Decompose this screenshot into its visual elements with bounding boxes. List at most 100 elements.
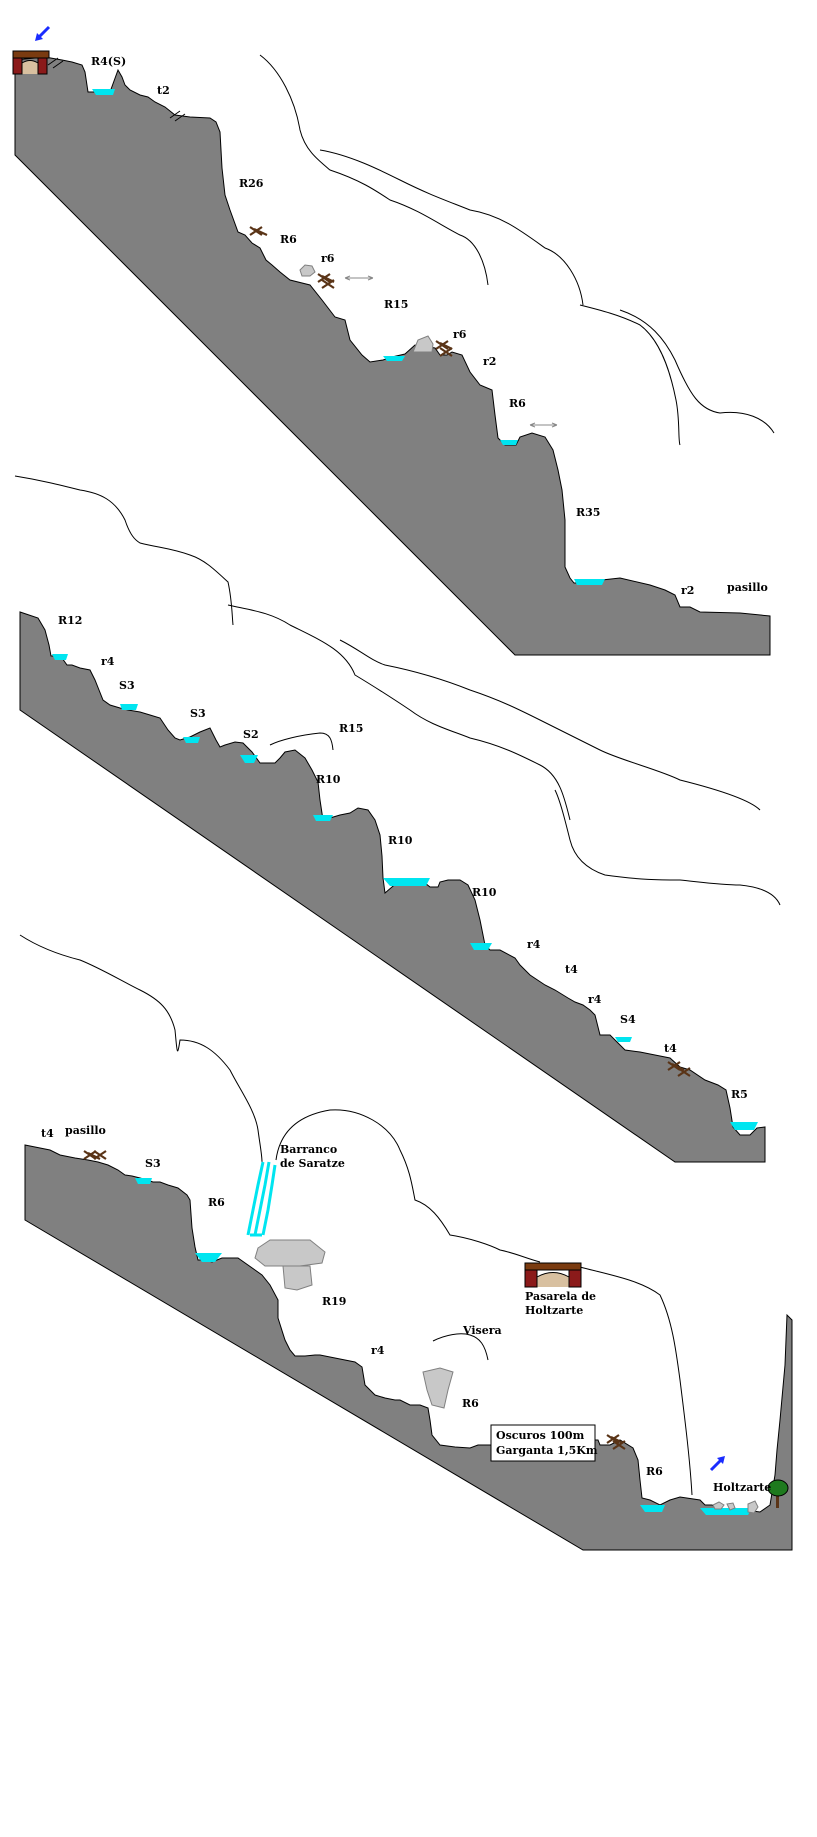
section-2-overhang-wall: [269, 732, 334, 751]
section-1-traverse-arrow-1: [344, 275, 374, 281]
label-visera: Visera: [462, 1324, 502, 1337]
label-oscuros-1: Oscuros 100m: [496, 1429, 585, 1442]
entry-arrow-icon: [35, 25, 51, 41]
section-1-pool-4: [574, 579, 605, 585]
tree-icon: [767, 1479, 789, 1508]
section-3-wall-d: [432, 1333, 489, 1361]
label-r10-b: R10: [388, 834, 413, 847]
section-2: R12 r4 S3 S3 S2 R15 R10 R10 R10 r4 t4 r4…: [14, 475, 781, 1163]
anchor-icon: [435, 340, 453, 350]
section-2-pool-2: [120, 704, 138, 710]
label-t2: t2: [157, 84, 170, 97]
section-1-wall-b: [319, 149, 584, 306]
waterfall-icon: [246, 1161, 277, 1237]
anchor-icon: [249, 226, 268, 236]
label-r4-b: r4: [527, 938, 541, 951]
section-2-rock-profile: [19, 611, 766, 1163]
section-1-hatch-2: [169, 110, 186, 122]
label-r6-e: R6: [208, 1196, 225, 1209]
section-2-wall-c: [339, 639, 761, 811]
anchor-icon: [439, 347, 453, 357]
label-r2-a: r2: [483, 355, 496, 368]
section-1-hatch-1: [47, 57, 64, 69]
section-1-traverse-arrow-2: [529, 422, 558, 428]
section-2-pool-9: [730, 1122, 758, 1130]
section-3-pool-2: [195, 1253, 222, 1262]
section-3-boulder-3: [422, 1367, 454, 1409]
label-r4-d: r4: [371, 1344, 385, 1357]
label-r2-b: r2: [681, 584, 694, 597]
label-pasarela-2: Holtzarte: [525, 1304, 583, 1317]
section-2-pool-1: [52, 654, 68, 660]
section-3-pebble-1: [712, 1501, 725, 1510]
section-3-rock-profile: [24, 1144, 793, 1551]
label-r12: R12: [58, 614, 82, 627]
label-r6-b: r6: [321, 252, 335, 265]
section-3-pebble-2: [726, 1502, 736, 1511]
section-1-wall-d: [619, 309, 775, 434]
anchor-icon: [677, 1067, 691, 1077]
section-1-pool-3: [500, 440, 518, 445]
label-pasillo-b: pasillo: [65, 1124, 106, 1137]
label-pasarela-1: Pasarela de: [525, 1290, 596, 1303]
label-r15-a: R15: [384, 298, 408, 311]
exit-arrow-icon: [709, 1456, 725, 1472]
section-3-wall-a: [19, 934, 263, 1163]
section-3-pool-1: [135, 1178, 152, 1184]
section-2-pool-7: [470, 943, 492, 950]
bridge-icon: [524, 1262, 582, 1288]
anchor-icon: [321, 279, 335, 289]
label-r26: R26: [239, 177, 264, 190]
section-1-pool-1: [92, 89, 115, 95]
label-pasillo-a: pasillo: [727, 581, 768, 594]
label-t4-c: t4: [41, 1127, 54, 1140]
label-barranco-2: de Saratze: [280, 1157, 345, 1170]
section-1-wall-a: [259, 54, 489, 286]
label-r4-c: r4: [588, 993, 602, 1006]
label-s3-c: S3: [145, 1157, 161, 1170]
label-r5: R5: [731, 1088, 748, 1101]
section-1-boulder-2: [412, 335, 434, 353]
oscuros-info-box: [490, 1424, 596, 1462]
label-r10-a: R10: [316, 773, 341, 786]
label-r10-c: R10: [472, 886, 497, 899]
section-1: R4(S) t2 R26 R6 r6 R15 r6 r2 R6 R35 r2 p…: [12, 25, 775, 656]
label-t4-a: t4: [565, 963, 578, 976]
section-3-wall-b: [275, 1109, 541, 1263]
anchor-icon: [612, 1440, 626, 1450]
label-r19: R19: [322, 1295, 346, 1308]
label-r15-b: R15: [339, 722, 363, 735]
section-3-pool-3: [640, 1505, 665, 1512]
label-oscuros-2: Garganta 1,5Km: [496, 1444, 598, 1457]
section-2-wall-d: [554, 789, 781, 906]
section-2-wall-b: [227, 604, 571, 821]
bridge-icon: [12, 50, 50, 75]
section-3: t4 pasillo S3 R6 Barranco de Saratze R19…: [19, 934, 793, 1551]
label-r6-a: R6: [280, 233, 297, 246]
section-3-wall-c: [579, 1266, 693, 1496]
anchor-icon: [606, 1434, 624, 1444]
section-1-wall-c: [579, 304, 681, 446]
section-3-boulder-1: [254, 1239, 326, 1267]
section-1-pool-2: [383, 356, 405, 361]
label-r35: R35: [576, 506, 600, 519]
label-t4-b: t4: [664, 1042, 677, 1055]
section-2-wall-a: [14, 475, 234, 626]
label-s3-a: S3: [119, 679, 135, 692]
section-2-pool-8: [615, 1037, 632, 1042]
label-r6-g: R6: [646, 1465, 663, 1478]
label-r6-d: R6: [509, 397, 526, 410]
section-3-pebble-3: [747, 1500, 759, 1514]
section-3-boulder-2: [282, 1265, 313, 1291]
section-2-pool-4: [240, 755, 258, 763]
label-holtzarte: Holtzarte: [713, 1481, 771, 1494]
anchor-icon: [93, 1150, 107, 1160]
section-2-pool-6: [383, 878, 430, 886]
label-s2: S2: [243, 728, 259, 741]
section-1-boulder-1: [299, 264, 316, 277]
label-s3-b: S3: [190, 707, 206, 720]
section-3-pool-4: [700, 1508, 752, 1515]
section-2-pool-5: [313, 815, 333, 821]
label-r6-c: r6: [453, 328, 467, 341]
